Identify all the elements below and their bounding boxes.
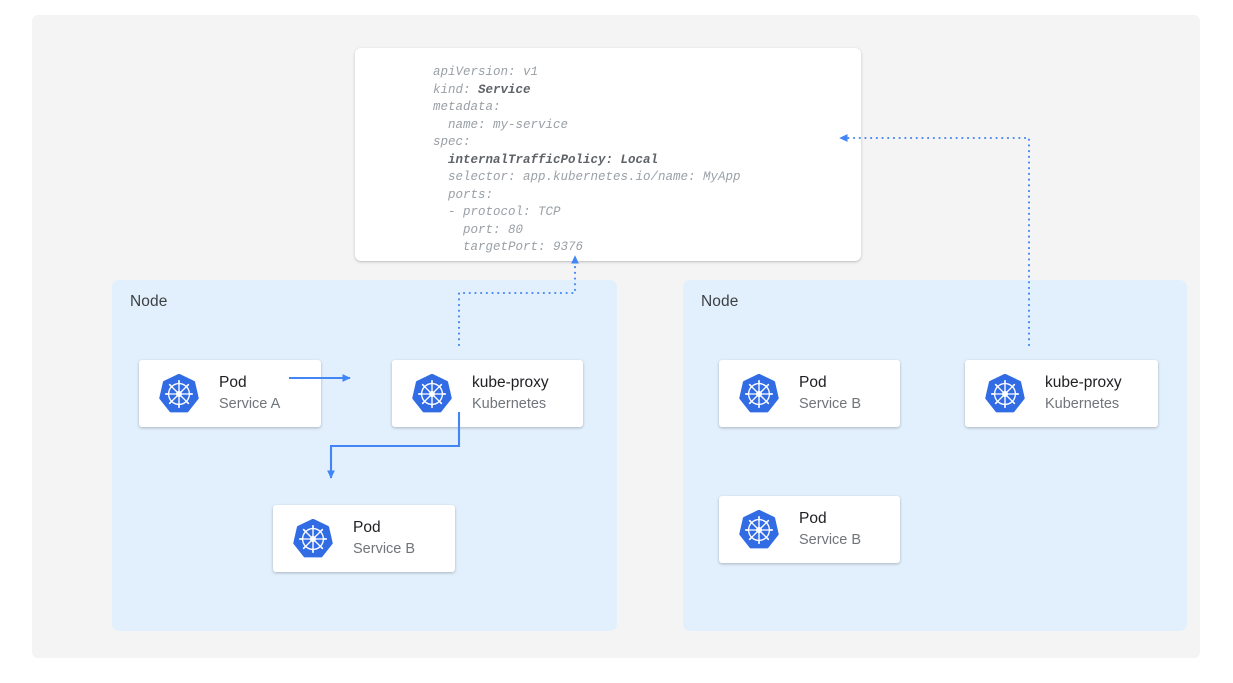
card-pod-b1-right[interactable]: Pod Service B (719, 360, 900, 427)
kubernetes-icon (412, 373, 452, 414)
card-title: Pod (799, 510, 827, 527)
card-title: Pod (219, 374, 247, 391)
card-subtitle: Service A (219, 396, 281, 412)
manifest-line: metadata: (433, 100, 501, 114)
node-label: Node (701, 293, 739, 310)
manifest-line: internalTrafficPolicy: Local (448, 152, 659, 167)
service-manifest-card: apiVersion: v1 kind: Service metadata: nam… (355, 48, 861, 261)
card-subtitle: Kubernetes (472, 396, 547, 412)
manifest-line: name: my-service (433, 117, 569, 132)
card-subtitle: Kubernetes (1045, 396, 1120, 412)
manifest-line: - protocol: TCP (433, 205, 561, 219)
kubernetes-icon (159, 373, 199, 414)
kubernetes-icon (985, 373, 1025, 414)
card-pod-b2-right[interactable]: Pod Service B (719, 496, 900, 563)
manifest-line: targetPort: 9376 (433, 240, 584, 254)
kubernetes-icon (739, 373, 779, 414)
card-title: kube-proxy (1045, 374, 1122, 391)
card-pod-a[interactable]: Pod Service A (139, 360, 321, 427)
node-panel-right: Node (683, 280, 1187, 631)
card-title: Pod (353, 519, 381, 536)
node-label: Node (130, 293, 168, 310)
card-kube-proxy-right[interactable]: kube-proxy Kubernetes (965, 360, 1158, 427)
kubernetes-icon (293, 518, 333, 559)
card-subtitle: Service B (799, 532, 862, 548)
manifest-line: port: 80 (433, 222, 524, 237)
manifest-line: spec: (433, 135, 471, 149)
card-pod-b-left[interactable]: Pod Service B (273, 505, 455, 572)
kubernetes-icon (739, 509, 779, 550)
manifest-line: apiVersion: v1 (433, 65, 539, 79)
service-manifest-code: apiVersion: v1 kind: Service metadata: nam… (433, 64, 741, 257)
manifest-line: selector: app.kubernetes.io/name: MyApp (433, 170, 741, 184)
node-panel-left: Node (112, 280, 617, 631)
diagram-canvas: apiVersion: v1 kind: Service metadata: nam… (32, 15, 1200, 658)
manifest-line: ports: (433, 187, 494, 202)
card-subtitle: Service B (799, 396, 862, 412)
card-title: kube-proxy (472, 374, 549, 391)
card-kube-proxy-left[interactable]: kube-proxy Kubernetes (392, 360, 583, 427)
card-title: Pod (799, 374, 827, 391)
manifest-line: kind: Service (433, 82, 531, 97)
card-subtitle: Service B (353, 541, 416, 557)
